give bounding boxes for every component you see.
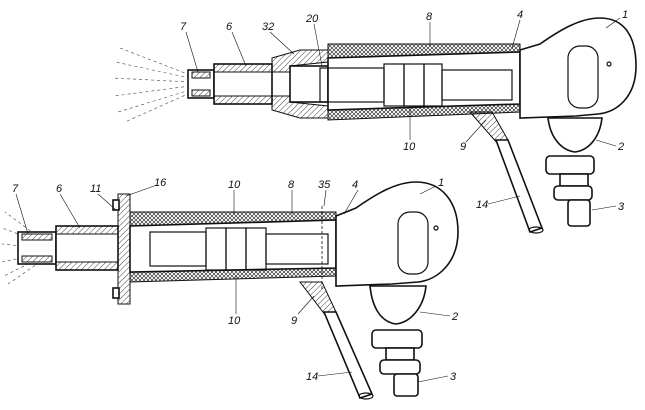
label-bottom-4: 4 [352,179,358,191]
labels-bottom: 7 6 11 16 10 8 35 4 1 10 9 2 14 3 [12,177,458,383]
label-top-4: 4 [517,9,523,21]
top-motor-head [545,117,603,227]
bottom-barrel [129,206,337,290]
bottom-handle [335,181,459,287]
label-top-2: 2 [617,141,624,153]
label-bottom-11: 11 [90,183,101,195]
labels-top: 7 6 32 20 8 4 1 10 9 2 14 3 [180,9,628,213]
top-assembly [111,17,637,234]
label-bottom-16: 16 [154,177,167,189]
label-top-32: 32 [262,21,274,33]
label-top-6: 6 [226,21,233,33]
label-top-10: 10 [403,141,416,153]
label-top-9: 9 [460,141,466,153]
label-bottom-14: 14 [306,371,318,383]
bottom-motor-head [369,285,427,397]
label-bottom-7: 7 [12,183,19,195]
bottom-assembly [1,181,459,400]
top-spray [111,47,191,123]
label-bottom-2: 2 [451,311,458,323]
top-handle [519,17,637,119]
top-nozzle [187,69,215,99]
leader-lines [15,17,621,383]
top-hose [468,111,544,234]
label-top-8: 8 [426,11,433,23]
label-top-14: 14 [476,199,488,211]
label-bottom-6: 6 [56,183,63,195]
label-top-1: 1 [622,9,628,21]
label-top-20: 20 [305,13,319,25]
bottom-hose [298,281,374,400]
top-barrel [319,43,521,121]
top-sleeve [213,63,273,105]
label-bottom-10b: 10 [228,315,241,327]
label-bottom-1: 1 [438,177,444,189]
label-top-3: 3 [618,201,625,213]
label-bottom-35: 35 [318,179,331,191]
label-bottom-3: 3 [450,371,457,383]
bottom-sleeve [55,225,119,271]
bottom-nozzle [17,231,57,265]
label-bottom-10a: 10 [228,179,241,191]
label-bottom-9: 9 [291,315,297,327]
top-coupling [271,49,329,119]
label-bottom-8: 8 [288,179,295,191]
label-top-7: 7 [180,21,187,33]
